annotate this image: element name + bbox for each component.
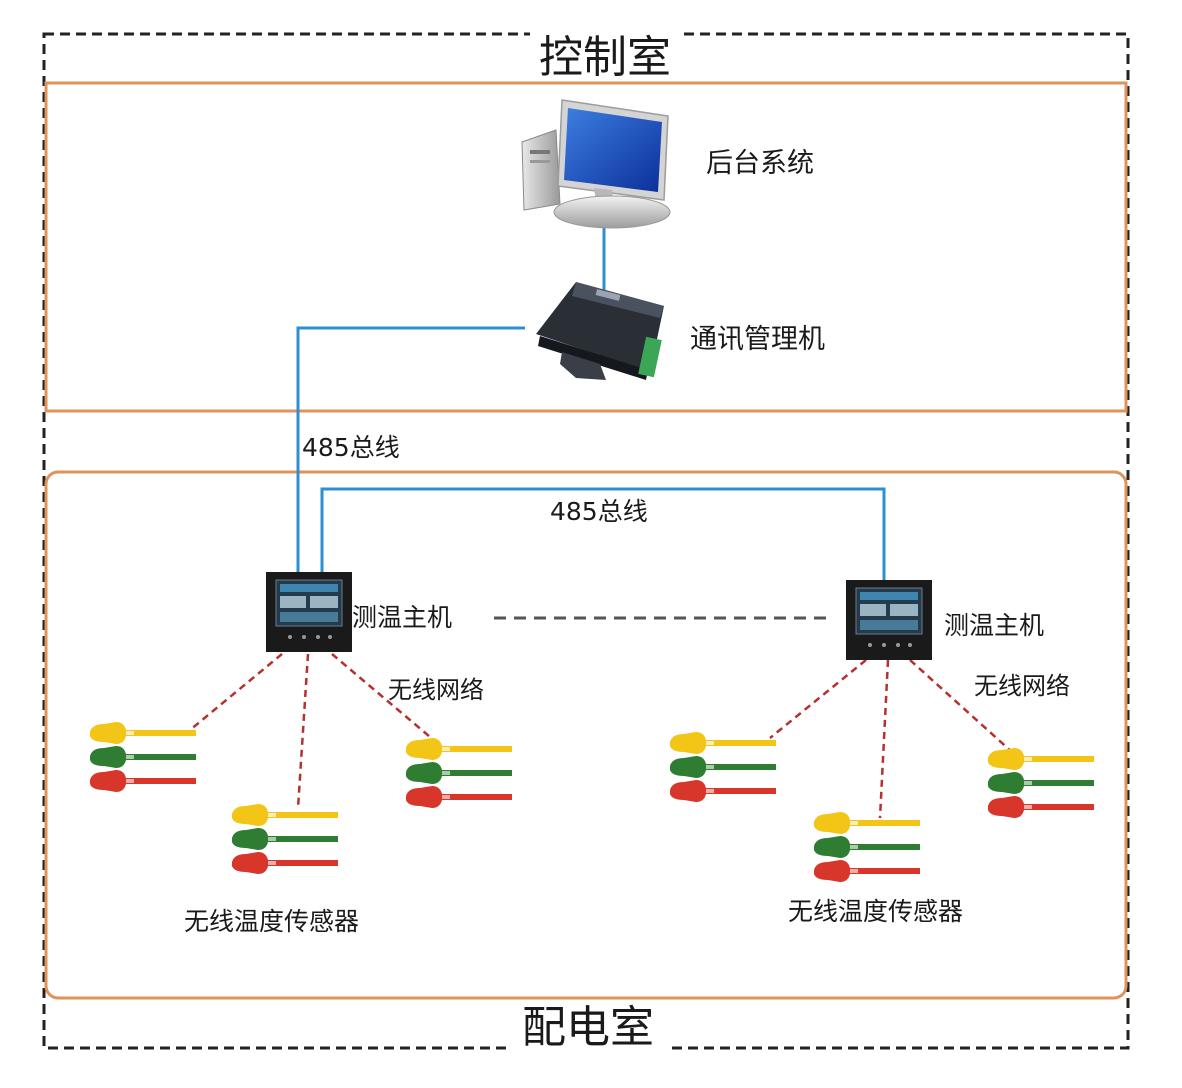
sensor-cluster-icons — [90, 722, 1094, 882]
sensors-left-label: 无线温度传感器 — [184, 907, 359, 936]
comm-manager-device-icon — [536, 282, 664, 380]
bus-lines — [296, 225, 886, 582]
sensor-cluster-icon — [670, 732, 776, 802]
sensor-cluster-icon — [232, 804, 338, 874]
bus-line-vertical — [296, 326, 525, 572]
bus-line-horizontal — [320, 487, 886, 582]
distribution-room-frame — [44, 470, 1128, 1000]
backend-label: 后台系统 — [706, 148, 814, 179]
control-room-frame — [44, 81, 1128, 413]
control-room-title: 控制室 — [539, 32, 671, 83]
wireless-network-right-label: 无线网络 — [974, 672, 1070, 700]
sensors-right-label: 无线温度传感器 — [788, 897, 963, 926]
temp-host-left-icon — [265, 571, 353, 653]
wireless-links — [189, 653, 1013, 819]
temp-host-right-label: 测温主机 — [944, 611, 1044, 640]
sensor-cluster-icon — [406, 738, 512, 808]
temp-host-right-icon — [845, 579, 933, 661]
temp-host-left-label: 测温主机 — [352, 603, 452, 632]
sensor-cluster-icon — [814, 812, 920, 882]
sensor-cluster-icon — [90, 722, 196, 792]
distribution-room-title: 配电室 — [522, 1002, 654, 1053]
desktop-computer-icon — [521, 99, 671, 229]
wireless-network-left-label: 无线网络 — [388, 676, 484, 704]
bus-label-horizontal: 485总线 — [550, 497, 648, 526]
bus-label-vertical: 485总线 — [302, 433, 400, 462]
sensor-cluster-icon — [988, 748, 1094, 818]
comm-manager-label: 通讯管理机 — [690, 324, 825, 355]
